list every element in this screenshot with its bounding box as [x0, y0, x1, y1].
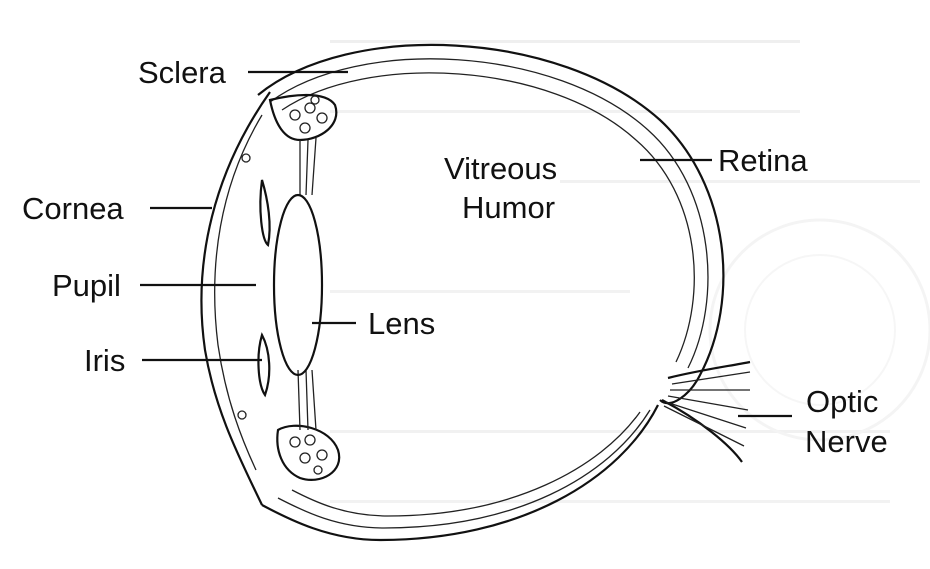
label-lens: Lens	[368, 306, 435, 341]
cornea-outer	[201, 92, 270, 505]
label-cornea: Cornea	[22, 191, 124, 226]
leader-lines	[140, 72, 792, 416]
lens	[274, 195, 322, 375]
label-iris: Iris	[84, 343, 125, 378]
label-pupil: Pupil	[52, 268, 121, 303]
iris-structures	[238, 154, 270, 419]
ciliary-body-upper	[270, 95, 336, 195]
label-optic: Optic	[806, 384, 878, 419]
label-sclera: Sclera	[138, 55, 227, 90]
ciliary-body-lower	[277, 370, 339, 480]
optic-nerve	[662, 362, 750, 462]
label-vitreous: Vitreous	[444, 151, 557, 186]
label-retina: Retina	[718, 143, 808, 178]
label-nerve: Nerve	[805, 424, 888, 459]
label-humor: Humor	[462, 190, 555, 225]
